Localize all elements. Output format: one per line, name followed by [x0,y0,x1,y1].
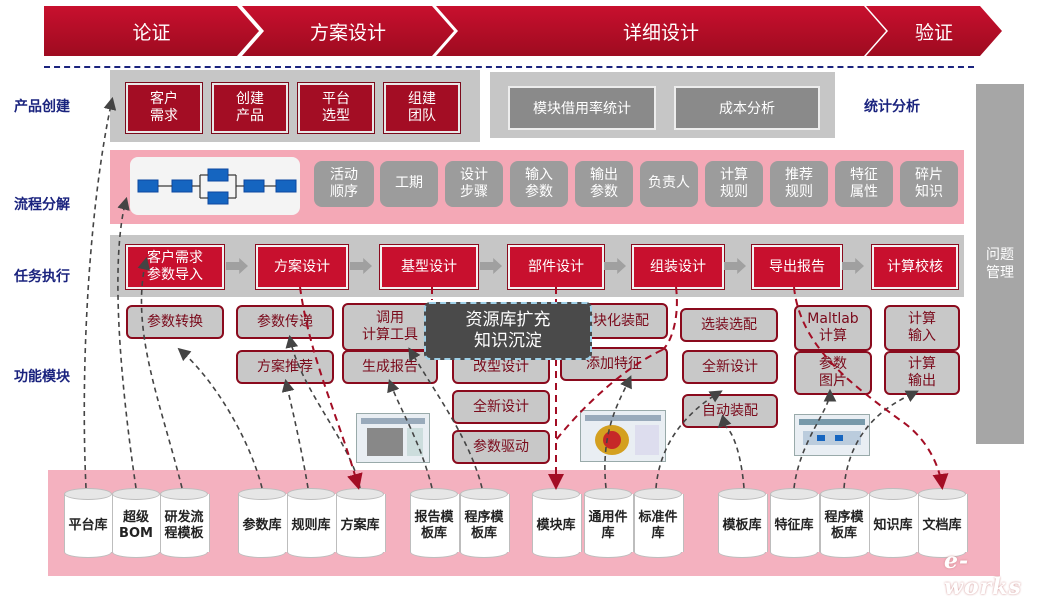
task-customer-param-import[interactable]: 客户需求 参数导入 [125,244,225,290]
stats-analysis-label: 统计分析 [864,99,920,115]
flow-diagram-icon [137,168,297,205]
create-product[interactable]: 创建 产品 [211,82,289,134]
thumbnail-calc-software [794,414,870,456]
task-base-design[interactable]: 基型设计 [379,244,479,290]
db-label: 程序模 板库 [464,510,504,541]
func-param-drive[interactable]: 参数驱动 [452,430,550,464]
attr-output-params[interactable]: 输出 参数 [575,161,633,207]
func-plan-recommend[interactable]: 方案推荐 [236,350,334,384]
stats-cost-analysis[interactable]: 成本分析 [674,86,820,130]
row-label-task-execute: 任务执行 [14,269,70,285]
task-assembly-design[interactable]: 组装设计 [631,244,725,290]
db-label: 报告模 板库 [414,510,454,541]
db-label: 超级 BOM [119,510,153,541]
func-maltlab-calc[interactable]: Maltlab 计算 [794,305,872,351]
db-label: 规则库 [291,518,331,534]
task-export-report[interactable]: 导出报告 [751,244,843,290]
func-param-chart[interactable]: 参数 图片 [794,351,872,395]
flow-diagram-panel [130,157,300,215]
attr-recommend-rules[interactable]: 推荐 规则 [770,161,828,207]
row-label-flow-decompose: 流程分解 [14,197,70,213]
create-customer-need[interactable]: 客户 需求 [125,82,203,134]
db-label: 标准件 库 [638,510,678,541]
db-platform[interactable]: 平台库 [64,488,114,558]
db-label: 模板库 [722,518,762,534]
attr-owner[interactable]: 负责人 [640,161,698,207]
func-new-design-mid[interactable]: 全新设计 [452,390,550,424]
stats-module-reuse[interactable]: 模块借用率统计 [508,86,656,130]
issue-management-bar[interactable]: 问题 管理 [976,84,1024,444]
db-label: 文档库 [922,518,962,534]
db-common-part[interactable]: 通用件 库 [584,488,634,558]
func-param-pass[interactable]: 参数传递 [236,305,334,339]
attr-calc-rules[interactable]: 计算 规则 [705,161,763,207]
task-calc-check[interactable]: 计算校核 [871,244,959,290]
resource-expansion-callout: 资源库扩充 知识沉淀 [424,302,592,360]
db-program-template-2[interactable]: 程序模 板库 [820,488,870,558]
row-label-product-create: 产品创建 [14,99,70,115]
db-scheme[interactable]: 方案库 [336,488,386,558]
func-auto-assembly[interactable]: 自动装配 [682,394,778,428]
phase-detail-design: 详细设计 [436,6,886,56]
task-scheme-design[interactable]: 方案设计 [255,244,349,290]
db-super-bom[interactable]: 超级 BOM [112,488,162,558]
func-new-design-right[interactable]: 全新设计 [682,350,778,384]
task-arrow-5 [724,258,746,274]
phase-scheme-design: 方案设计 [242,6,454,56]
phase-argument: 论证 [44,6,259,56]
task-arrow-1 [226,258,248,274]
func-calc-output[interactable]: 计算 输出 [884,351,960,395]
attr-input-params[interactable]: 输入 参数 [510,161,568,207]
db-label: 特征库 [774,518,814,534]
func-select-assembly[interactable]: 选装选配 [680,308,778,342]
db-rule[interactable]: 规则库 [287,488,337,558]
db-document[interactable]: 文档库 [918,488,968,558]
db-report-template[interactable]: 报告模 板库 [410,488,460,558]
db-program-template-1[interactable]: 程序模 板库 [460,488,510,558]
db-label: 平台库 [68,518,108,534]
create-platform-select[interactable]: 平台 选型 [297,82,375,134]
func-param-convert[interactable]: 参数转换 [126,305,224,339]
task-arrow-3 [480,258,502,274]
db-module[interactable]: 模块库 [532,488,582,558]
db-standard-part[interactable]: 标准件 库 [634,488,684,558]
db-label: 模块库 [536,518,576,534]
attr-design-steps[interactable]: 设计 步骤 [445,161,503,207]
thumbnail-assembly-software [580,410,666,462]
task-arrow-4 [604,258,626,274]
db-template[interactable]: 模板库 [718,488,768,558]
task-arrow-6 [842,258,864,274]
phase-divider [44,66,974,68]
db-label: 研发流 程模板 [164,510,204,541]
attr-fragment-knowledge[interactable]: 碎片 知识 [900,161,958,207]
db-parameter[interactable]: 参数库 [238,488,288,558]
db-knowledge[interactable]: 知识库 [869,488,919,558]
attr-duration[interactable]: 工期 [380,161,438,207]
thumbnail-scheme-software [356,413,430,463]
db-label: 知识库 [873,518,913,534]
db-label: 程序模 板库 [824,510,864,541]
row-label-function-module: 功能模块 [14,369,70,385]
eworks-logo: e-works [944,548,1022,600]
task-arrow-2 [350,258,372,274]
db-rd-process-template[interactable]: 研发流 程模板 [160,488,210,558]
phase-verification: 验证 [866,6,1002,56]
task-part-design[interactable]: 部件设计 [507,244,605,290]
db-label: 参数库 [242,518,282,534]
attr-feature-props[interactable]: 特征 属性 [835,161,893,207]
db-label: 方案库 [340,518,380,534]
db-feature[interactable]: 特征库 [770,488,820,558]
db-label: 通用件 库 [588,510,628,541]
create-build-team[interactable]: 组建 团队 [383,82,461,134]
attr-activity-order[interactable]: 活动 顺序 [314,161,374,207]
func-calc-input[interactable]: 计算 输入 [884,305,960,351]
